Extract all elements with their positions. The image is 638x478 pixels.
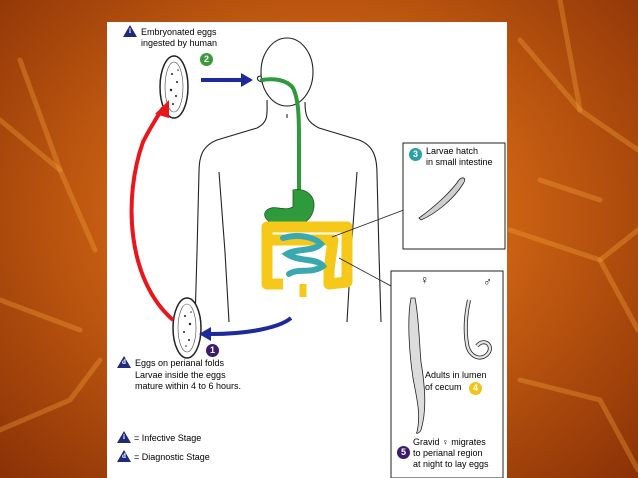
stage-5-number-badge: 5 [397, 446, 410, 459]
stage-3-label-line2: in small intestine [426, 157, 493, 167]
arrow-to-perianal [210, 316, 293, 336]
stage-5-label-line1: Gravid ♀ migrates [413, 437, 486, 447]
stage-1-number-badge: 1 [206, 344, 219, 357]
larva [418, 177, 466, 221]
stage-2-label-line2: ingested by human [141, 38, 218, 48]
diagnostic-stage-marker-icon: d [117, 356, 131, 368]
legend-infective-marker-icon: i [117, 431, 131, 443]
stage-2-label-line1: Embryonated eggs [141, 27, 217, 37]
egg-on-perianal-folds [172, 297, 202, 359]
stage-4-label-line1: Adults in lumen [425, 370, 487, 380]
enterobius-lifecycle-diagram [129, 37, 506, 478]
stage-1-label-line2: Larvae inside the eggs [135, 370, 226, 380]
stage-1-label-line3: mature within 4 to 6 hours. [135, 381, 242, 391]
male-symbol: ♂ [483, 275, 492, 289]
legend-diagnostic-text: = Diagnostic Stage [134, 452, 210, 462]
stomach [264, 189, 315, 228]
legend-infective-text: = Infective Stage [134, 433, 202, 443]
stage-3-number-badge: 3 [409, 148, 422, 161]
large-intestine [261, 221, 353, 290]
stage-2-number-badge: 2 [200, 53, 213, 66]
legend-diagnostic-marker-icon: d [117, 450, 131, 462]
stage-4-label-line2: of cecum [425, 382, 462, 392]
esophagus [260, 77, 301, 194]
stage-3-label-line1: Larvae hatch [426, 146, 479, 156]
female-symbol: ♀ [420, 273, 429, 287]
stage-4-number-badge: 4 [469, 382, 482, 395]
stage-5-label-line2: to perianal region [413, 448, 483, 458]
stage-1-label-line1: Eggs on perianal folds [135, 358, 225, 368]
red-cycle-arrow [129, 106, 175, 322]
small-intestine [280, 233, 328, 277]
adult-female-worm [408, 297, 426, 434]
stage-5-label-line3: at night to lay eggs [413, 459, 489, 469]
infective-stage-marker-icon: i [123, 25, 137, 37]
lifecycle-diagram-panel: i Embryonated eggs ingested by human 2 3… [107, 22, 507, 478]
